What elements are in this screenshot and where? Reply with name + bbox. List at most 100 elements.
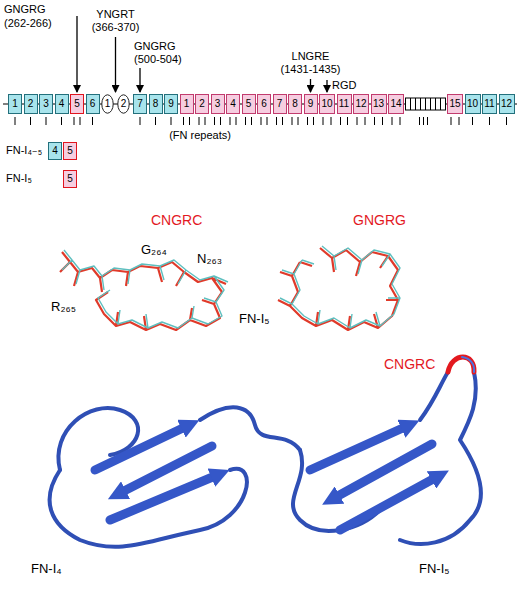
type-iii-domain: 14 bbox=[388, 94, 404, 114]
fn-i5-domain: 5 bbox=[63, 170, 77, 188]
ribbon-coil bbox=[58, 408, 138, 470]
domain-number: 5 bbox=[74, 99, 80, 109]
cngrc-stick-model-overlay bbox=[62, 250, 228, 328]
disulfide-tick bbox=[298, 117, 299, 125]
domain-number: 2 bbox=[28, 99, 34, 109]
disulfide-tick bbox=[400, 117, 401, 125]
cngrc-loop bbox=[448, 357, 474, 372]
ribbon-structure bbox=[50, 357, 481, 547]
variable-region-stripe bbox=[425, 98, 426, 110]
disulfide-tick bbox=[155, 117, 156, 125]
disulfide-tick bbox=[459, 117, 460, 125]
caption-label: (FN repeats) bbox=[169, 129, 231, 142]
residue-range: (500-504) bbox=[134, 53, 182, 66]
domain-number: 4 bbox=[230, 99, 236, 109]
type-i-domain: 10 bbox=[465, 94, 481, 114]
site-arrow bbox=[139, 68, 140, 92]
fragment-label: FN-I₄₋₅ bbox=[6, 144, 42, 157]
domain-number: 1 bbox=[12, 99, 18, 109]
domain-label: FN-I₄ bbox=[30, 562, 63, 577]
domain-number: 3 bbox=[215, 99, 221, 109]
domain-number: 1 bbox=[105, 99, 111, 109]
disulfide-tick bbox=[340, 117, 341, 125]
domain-number: 7 bbox=[277, 99, 283, 109]
variable-region-stripe bbox=[420, 98, 421, 110]
motif-label: LNGRE bbox=[292, 50, 330, 63]
disulfide-tick bbox=[140, 117, 141, 125]
domain-number: 10 bbox=[467, 99, 478, 109]
disulfide-tick bbox=[199, 117, 200, 125]
domain-number: 10 bbox=[321, 99, 332, 109]
variable-region-stripe bbox=[430, 98, 431, 110]
domain-number: 11 bbox=[484, 99, 494, 109]
domain-number: 14 bbox=[390, 99, 401, 109]
disulfide-tick bbox=[92, 117, 93, 125]
domain-number: 3 bbox=[43, 99, 49, 109]
disulfide-tick bbox=[214, 117, 215, 125]
variable-region-stripe bbox=[415, 98, 416, 110]
domain-number: 8 bbox=[292, 99, 298, 109]
disulfide-tick bbox=[61, 117, 62, 125]
residue-label: N₂₆₃ bbox=[196, 252, 223, 267]
gngrg-stick-model bbox=[278, 248, 398, 330]
domain-number: 8 bbox=[153, 99, 159, 109]
disulfide-tick bbox=[307, 117, 308, 125]
disulfide-tick bbox=[205, 117, 206, 125]
type-i-domain: 6 bbox=[86, 94, 100, 114]
residue-range: (366-370) bbox=[92, 21, 140, 34]
gngrg-stick-model-overlay bbox=[280, 246, 400, 328]
domain-number: 6 bbox=[90, 99, 96, 109]
variable-region-stripe bbox=[410, 98, 411, 110]
disulfide-tick bbox=[323, 117, 324, 125]
domain-number: 5 bbox=[67, 146, 73, 156]
domain-number: 2 bbox=[199, 99, 205, 109]
peptide-label: GNGRG bbox=[352, 212, 407, 228]
domain-number: 7 bbox=[137, 99, 143, 109]
type-iii-domain: 5 bbox=[242, 94, 256, 114]
disulfide-tick bbox=[427, 117, 428, 125]
type-iii-domain: 10 bbox=[319, 94, 335, 114]
type-i-domain: 4 bbox=[48, 142, 62, 160]
residue-label: R₂₆₅ bbox=[50, 300, 77, 315]
disulfide-tick bbox=[313, 117, 314, 125]
disulfide-tick bbox=[276, 117, 277, 125]
type-i-domain: 12 bbox=[499, 94, 515, 114]
disulfide-tick bbox=[251, 117, 252, 125]
type-ii-domain: 2 bbox=[117, 94, 130, 114]
type-i-domain: 11 bbox=[482, 94, 497, 114]
disulfide-tick bbox=[331, 117, 332, 125]
variable-region bbox=[406, 98, 446, 110]
disulfide-tick bbox=[423, 117, 424, 125]
fn-i5-domain: 5 bbox=[70, 94, 84, 114]
domain-number: 4 bbox=[59, 99, 65, 109]
motif-label: GNGRG bbox=[4, 3, 46, 16]
domain-number: 11 bbox=[339, 99, 349, 109]
domain-number: 2 bbox=[121, 99, 127, 109]
type-iii-domain: 9 bbox=[304, 94, 318, 114]
site-arrow bbox=[76, 16, 77, 92]
disulfide-tick bbox=[230, 117, 231, 125]
type-iii-domain: 13 bbox=[371, 94, 387, 114]
type-iii-domain: 12 bbox=[353, 94, 369, 114]
type-i-domain: 7 bbox=[133, 94, 147, 114]
disulfide-tick bbox=[30, 117, 31, 125]
type-i-domain: 8 bbox=[149, 94, 163, 114]
disulfide-tick bbox=[419, 117, 420, 125]
disulfide-tick bbox=[220, 117, 221, 125]
residue-range: (262-266) bbox=[4, 17, 52, 30]
motif-label: YNGRT bbox=[96, 8, 134, 21]
disulfide-tick bbox=[506, 117, 507, 125]
type-i-domain: 3 bbox=[39, 94, 53, 114]
disulfide-tick bbox=[261, 117, 262, 125]
variable-region-stripe bbox=[435, 98, 436, 110]
variable-region-stripe bbox=[440, 98, 441, 110]
disulfide-tick bbox=[392, 117, 393, 125]
domain-number: 13 bbox=[373, 99, 384, 109]
residue-range: (1431-1435) bbox=[281, 63, 341, 76]
cngrc-loop-shade bbox=[462, 357, 474, 372]
motif-label: GNGRG bbox=[134, 40, 176, 53]
type-i-domain: 2 bbox=[24, 94, 38, 114]
type-iii-domain: 11 bbox=[337, 94, 352, 114]
